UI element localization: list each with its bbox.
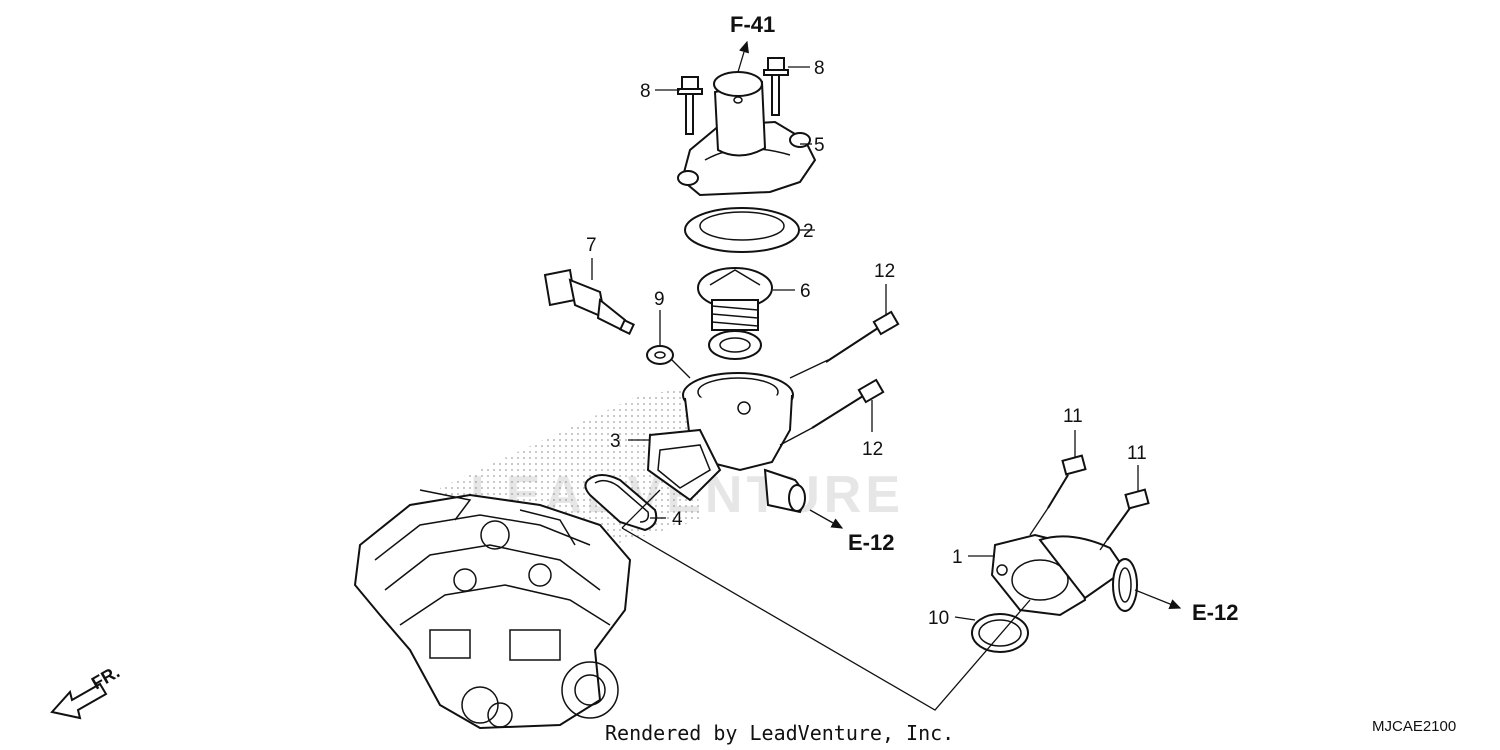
- callout-12-lower: 12: [862, 439, 883, 460]
- callout-2: 2: [803, 221, 814, 242]
- bolt-12-lower: [811, 378, 885, 429]
- bolt-11-right: [1106, 488, 1150, 541]
- ref-e12-lower: E-12: [1192, 600, 1238, 625]
- washer: [646, 345, 674, 365]
- callout-5: 5: [814, 135, 825, 156]
- bolt-12-upper: [825, 310, 900, 363]
- callout-7: 7: [586, 235, 597, 256]
- callout-1: 1: [952, 547, 963, 568]
- callout-8-right: 8: [814, 58, 825, 79]
- diagram-code: MJCAE2100: [1372, 718, 1456, 735]
- callout-11-right: 11: [1127, 443, 1147, 464]
- thermostat: [697, 267, 773, 360]
- seal-ring: [684, 207, 800, 253]
- callout-8-left: 8: [640, 81, 651, 102]
- leader-lines: [591, 40, 1182, 711]
- callout-10: 10: [928, 608, 949, 629]
- bolt-8-left: [677, 76, 703, 135]
- callout-12-upper: 12: [874, 261, 895, 282]
- credit-text: Rendered by LeadVenture, Inc.: [605, 721, 954, 745]
- thermostat-cover: [677, 71, 817, 197]
- water-inlet-pipe: [990, 533, 1138, 617]
- oring-gasket: [584, 474, 658, 532]
- ref-e12-upper: E-12: [848, 530, 894, 555]
- callout-11-left: 11: [1063, 406, 1083, 427]
- callout-3: 3: [610, 431, 621, 452]
- bolt-8-right: [763, 57, 789, 116]
- callout-9: 9: [654, 289, 665, 310]
- engine-block: [353, 489, 632, 730]
- callout-6: 6: [800, 281, 811, 302]
- callout-4: 4: [672, 509, 683, 530]
- thermostat-housing: [646, 372, 806, 514]
- ref-f41: F-41: [730, 12, 775, 37]
- temp-sensor: [543, 268, 635, 335]
- front-arrow-icon: [50, 682, 108, 720]
- bolt-11-left: [1047, 454, 1087, 509]
